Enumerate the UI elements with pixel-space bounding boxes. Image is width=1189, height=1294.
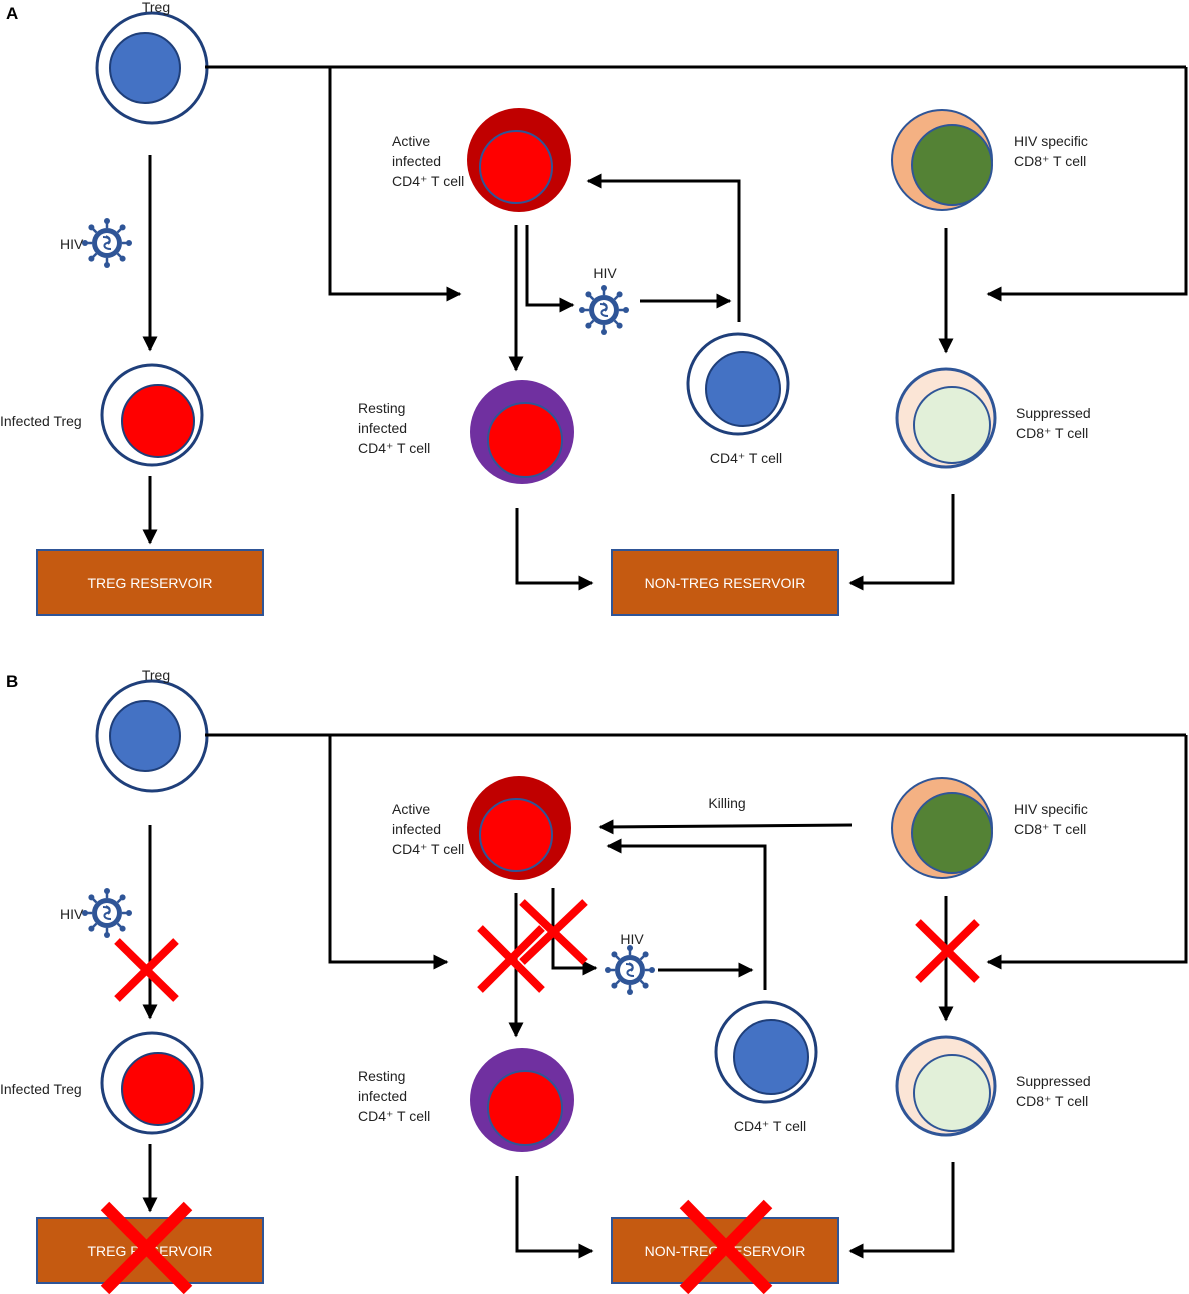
resting-label-a-1: Resting xyxy=(358,400,405,416)
infected-treg-label-a: Infected Treg xyxy=(0,413,82,429)
cd8-label-a-2: CD8⁺ T cell xyxy=(1014,153,1086,169)
cross-mark xyxy=(679,1199,773,1294)
suppressed-cd8-cell-a xyxy=(895,367,997,469)
cd8-cell-a xyxy=(891,109,993,211)
active-label-a-3: CD4⁺ T cell xyxy=(392,173,464,189)
cd8-label-b-2: CD8⁺ T cell xyxy=(1014,821,1086,837)
active-to-hiv-arrow-a xyxy=(525,225,575,313)
virus-icon xyxy=(80,886,134,940)
nontreg-reservoir-label-a: NON-TREG RESERVOIR xyxy=(645,575,806,591)
nontreg-reservoir-box-a xyxy=(611,549,839,616)
cross-mark xyxy=(915,919,980,983)
suppressed-to-reservoir-arrow-b xyxy=(848,1162,955,1259)
hiv-mid-label-b: HIV xyxy=(620,931,644,947)
cd4-to-active-arrow-b xyxy=(606,838,767,990)
cd8-label-b-1: HIV specific xyxy=(1014,801,1088,817)
cd8-cell-b xyxy=(891,777,993,879)
treg-to-active-arrow-b xyxy=(328,735,449,970)
cross-mark xyxy=(100,1201,193,1294)
resting-label-a-3: CD4⁺ T cell xyxy=(358,440,430,456)
treg-to-cd8-arrow-b xyxy=(986,735,1188,970)
suppressed-label-a-2: CD8⁺ T cell xyxy=(1016,425,1088,441)
killing-arrow-b xyxy=(598,819,853,835)
resting-label-b-2: infected xyxy=(358,1088,407,1104)
resting-to-reservoir-arrow-b xyxy=(515,1176,594,1259)
treg-cell-b xyxy=(95,679,209,793)
infected-treg-cell-b xyxy=(100,1031,204,1135)
treg-to-active-arrow-a xyxy=(328,67,462,302)
panel-a-letter: A xyxy=(6,4,18,23)
treg-label-b: Treg xyxy=(142,667,170,683)
hiv-left-label-b: HIV xyxy=(60,906,84,922)
suppressed-cd8-cell-b xyxy=(895,1035,997,1137)
resting-to-reservoir-arrow-a xyxy=(515,508,594,591)
virus-icon xyxy=(80,216,134,270)
resting-infected-cell-a xyxy=(470,380,574,484)
cross-mark xyxy=(519,899,588,965)
virus-icon xyxy=(577,283,631,337)
killing-label-b: Killing xyxy=(708,795,745,811)
panel-b: B Treg HIV Infected Treg TREG RESERVOIR xyxy=(0,667,1188,1294)
resting-label-b-3: CD4⁺ T cell xyxy=(358,1108,430,1124)
suppressed-label-a-1: Suppressed xyxy=(1016,405,1091,421)
active-infected-cell-b xyxy=(467,776,571,880)
hiv-left-label-a: HIV xyxy=(60,236,84,252)
active-infected-cell-a xyxy=(467,108,571,212)
infected-treg-cell-a xyxy=(100,363,204,467)
active-label-b-2: infected xyxy=(392,821,441,837)
active-to-hiv-arrow-b xyxy=(551,888,598,976)
active-label-a-1: Active xyxy=(392,133,430,149)
treg-reservoir-label-a: TREG RESERVOIR xyxy=(88,575,213,591)
panel-b-letter: B xyxy=(6,672,18,691)
resting-label-b-1: Resting xyxy=(358,1068,405,1084)
infected-treg-label-b: Infected Treg xyxy=(0,1081,82,1097)
resting-label-a-2: infected xyxy=(358,420,407,436)
suppressed-label-b-1: Suppressed xyxy=(1016,1073,1091,1089)
panel-a: A Treg HIV Infected Treg TREG RESERVOIR … xyxy=(0,0,1188,616)
treg-cell-a xyxy=(95,11,209,125)
cd4-label-b: CD4⁺ T cell xyxy=(734,1118,806,1134)
cd4-cell-a xyxy=(686,332,790,436)
resting-infected-cell-b xyxy=(470,1048,574,1152)
treg-to-cd8-arrow-a xyxy=(986,67,1188,302)
virus-icon xyxy=(603,943,657,997)
hiv-mid-label-a: HIV xyxy=(593,265,617,281)
treg-label-a: Treg xyxy=(142,0,170,15)
active-label-a-2: infected xyxy=(392,153,441,169)
treg-reservoir-box-a xyxy=(36,549,264,616)
active-label-b-1: Active xyxy=(392,801,430,817)
cd4-label-a: CD4⁺ T cell xyxy=(710,450,782,466)
cd4-to-active-arrow-a xyxy=(586,173,741,322)
cd8-label-a-1: HIV specific xyxy=(1014,133,1088,149)
cross-mark xyxy=(114,938,179,1002)
suppressed-label-b-2: CD8⁺ T cell xyxy=(1016,1093,1088,1109)
active-label-b-3: CD4⁺ T cell xyxy=(392,841,464,857)
suppressed-to-reservoir-arrow-a xyxy=(848,494,955,591)
cross-mark xyxy=(477,925,545,993)
cd4-cell-b xyxy=(714,1000,818,1104)
